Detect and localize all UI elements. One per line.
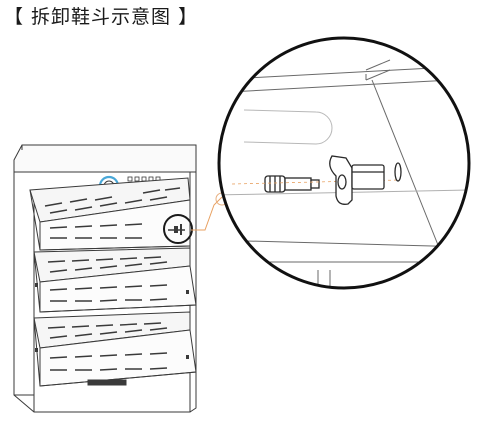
- washer: [394, 162, 402, 182]
- magnified-detail: [217, 36, 471, 290]
- hinges: [35, 283, 189, 359]
- shoe-flap-1: [29, 177, 191, 251]
- brand-plate: [87, 379, 127, 386]
- shoe-flap-3: [33, 311, 197, 387]
- hinge-bracket: [329, 155, 385, 205]
- diagram-title: 【 拆卸鞋斗示意图 】: [4, 6, 199, 28]
- shoe-flap-2: [33, 247, 197, 313]
- callout-leader: [191, 192, 229, 231]
- hinge-pin: [264, 175, 320, 193]
- detail-callout-circle: [163, 214, 193, 244]
